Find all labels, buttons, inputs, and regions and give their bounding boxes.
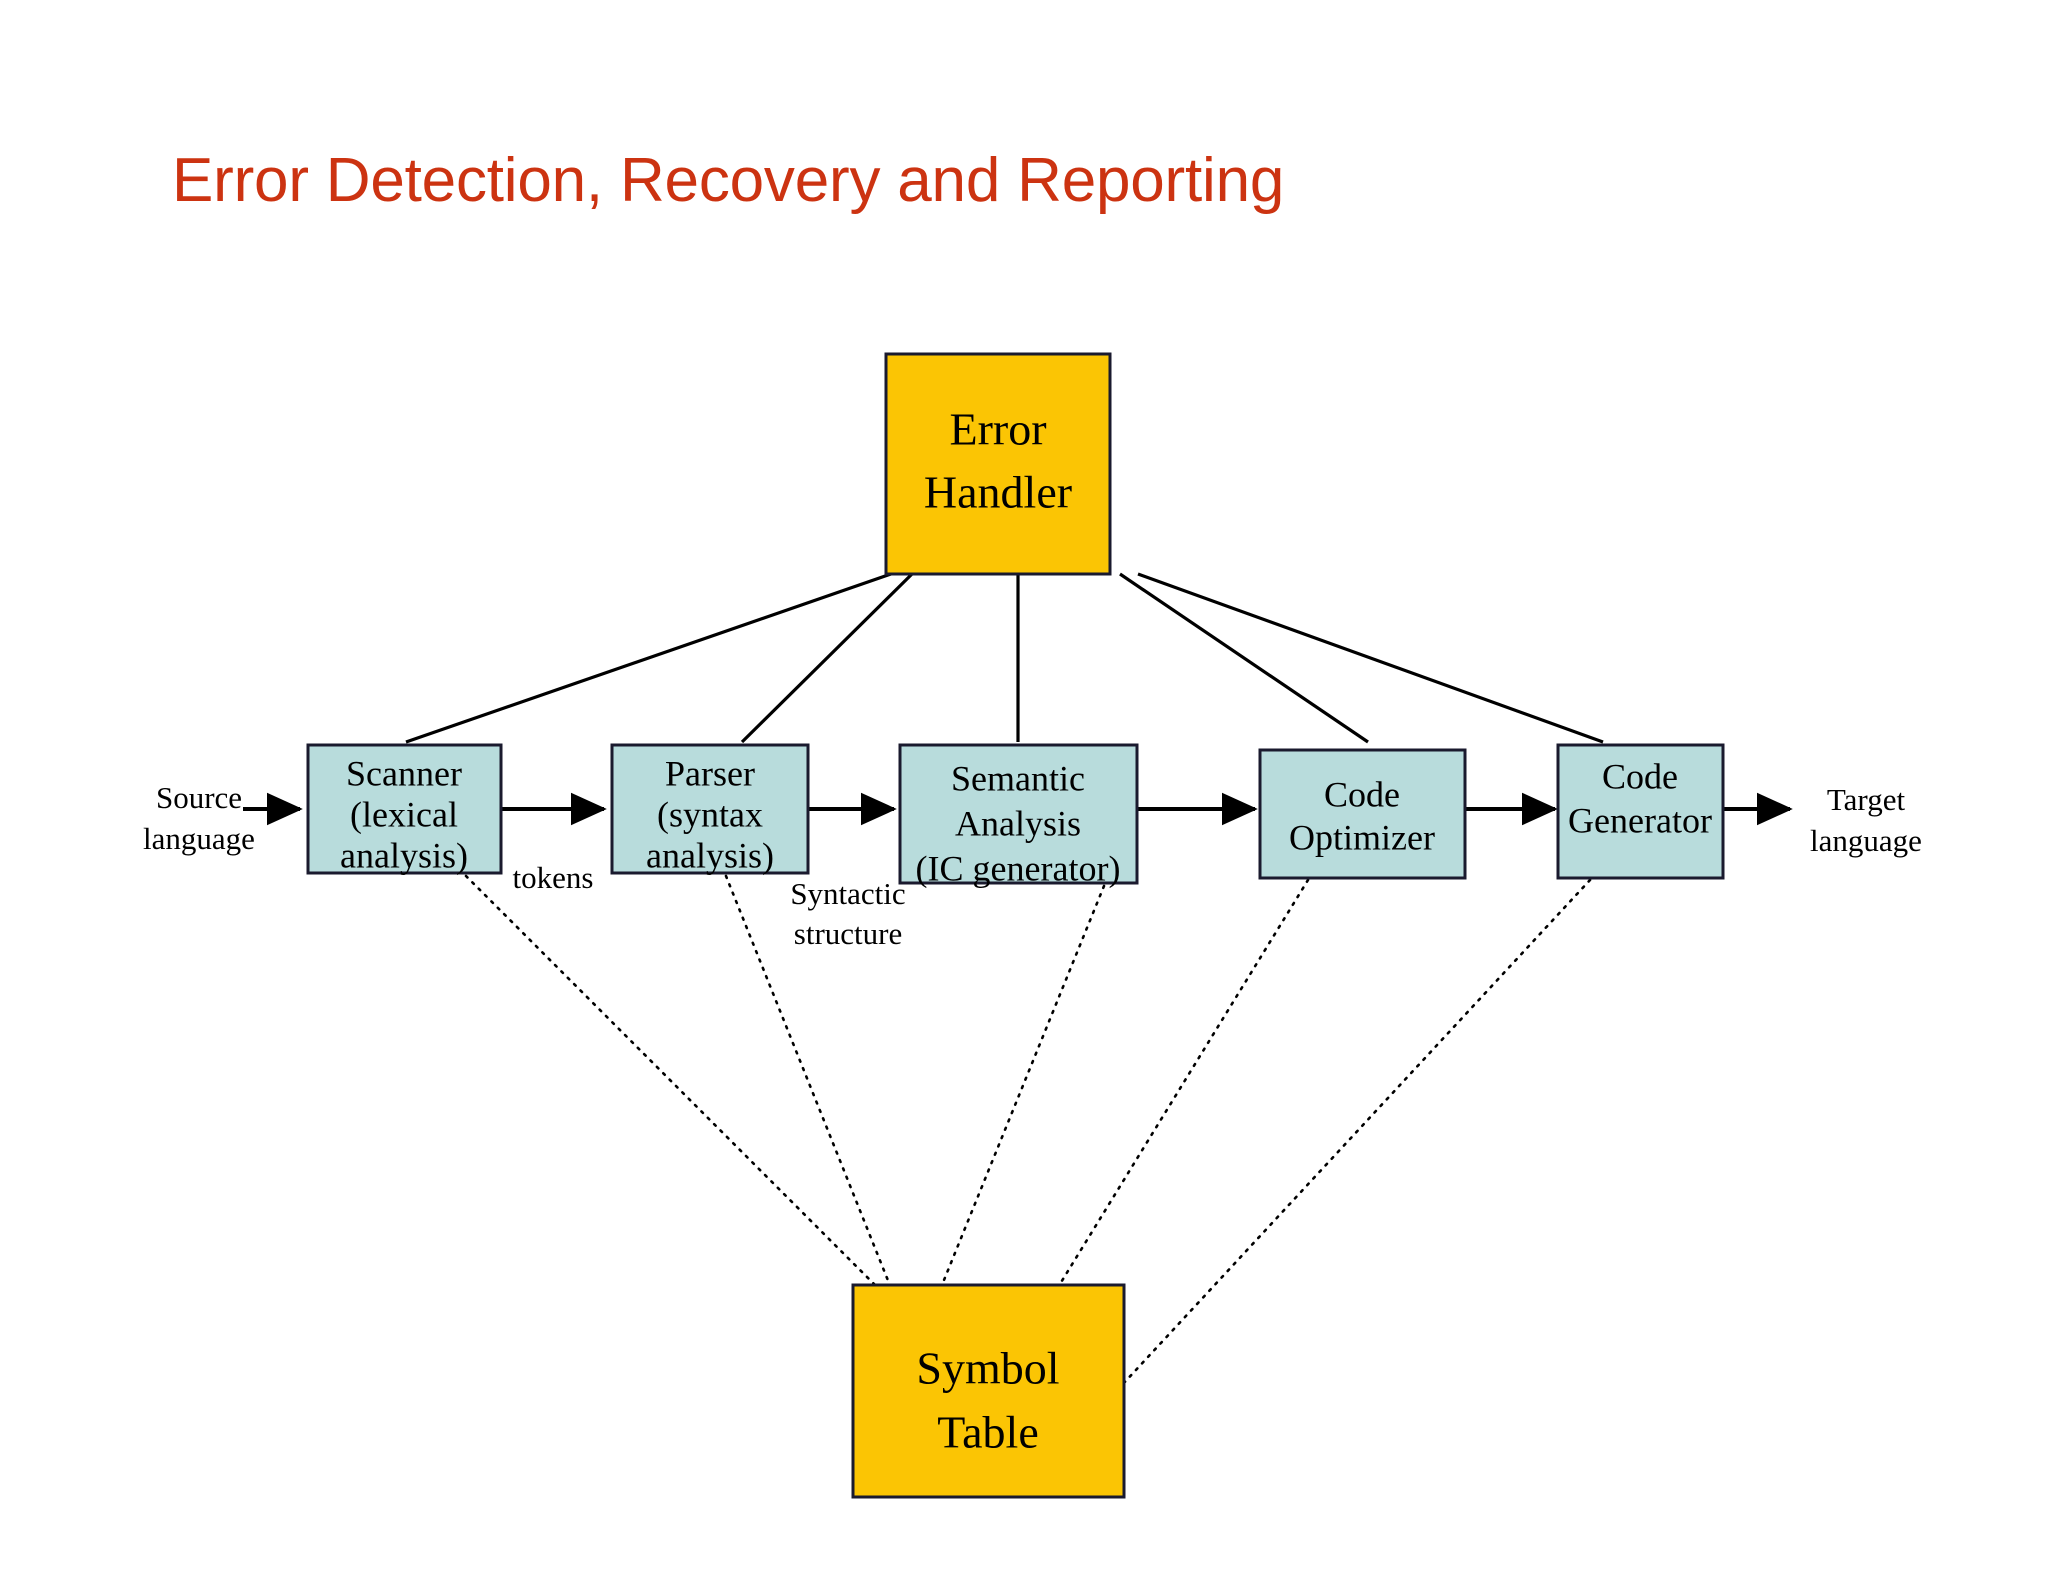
table-line-to-parser <box>724 874 891 1285</box>
tokens-label: tokens <box>513 860 594 895</box>
symbol-table-label-line2: Table <box>937 1407 1039 1458</box>
table-line-to-generator <box>1120 878 1592 1387</box>
handler-line-to-optimizer <box>1119 572 1369 744</box>
symbol-table-label-line1: Symbol <box>916 1343 1059 1394</box>
table-line-to-optimizer <box>1058 878 1310 1286</box>
semantic-label-line1: Semantic <box>951 758 1085 798</box>
source-language-line2: language <box>143 821 255 856</box>
error-handler-box[interactable]: Error Handler <box>884 352 1112 576</box>
scanner-label-line1: Scanner <box>346 753 462 793</box>
optimizer-rect[interactable] <box>1258 748 1467 880</box>
generator-rect[interactable] <box>1556 743 1725 880</box>
target-language-line1: Target <box>1827 782 1906 817</box>
stage-box-generator[interactable]: Code Generator <box>1556 743 1725 880</box>
input-label: Source language <box>143 780 255 856</box>
output-label: Target language <box>1810 782 1922 858</box>
handler-line-to-parser <box>740 572 914 744</box>
table-line-to-scanner <box>464 874 882 1292</box>
stage-box-semantic[interactable]: Semantic Analysis (IC generator) <box>898 743 1139 888</box>
error-handler-label-line1: Error <box>949 404 1046 455</box>
stage-box-optimizer[interactable]: Code Optimizer <box>1258 748 1467 880</box>
parser-label-line3: analysis) <box>646 835 774 875</box>
error-handler-connectors <box>405 572 1604 744</box>
page-title: Error Detection, Recovery and Reporting <box>172 146 1285 215</box>
parser-label-line2: (syntax <box>657 794 763 834</box>
scanner-label-line3: analysis) <box>340 835 468 875</box>
parser-label-line1: Parser <box>665 753 755 793</box>
generator-label-line1: Code <box>1602 756 1678 796</box>
scanner-label-line2: (lexical <box>350 794 458 834</box>
generator-label-line2: Generator <box>1568 800 1712 840</box>
symbol-table-connectors <box>464 874 1592 1387</box>
error-handler-rect[interactable] <box>884 352 1112 576</box>
target-language-line2: language <box>1810 823 1922 858</box>
optimizer-label-line2: Optimizer <box>1289 817 1435 857</box>
symbol-table-rect[interactable] <box>851 1283 1126 1499</box>
semantic-label-line3: (IC generator) <box>916 848 1121 888</box>
stage-box-parser[interactable]: Parser (syntax analysis) <box>610 743 810 875</box>
semantic-rect[interactable] <box>898 743 1139 885</box>
handler-line-to-scanner <box>405 572 892 744</box>
error-handler-label-line2: Handler <box>924 467 1072 518</box>
syntactic-structure-line1: Syntactic <box>790 876 905 911</box>
source-language-line1: Source <box>156 780 242 815</box>
scanner-rect[interactable] <box>306 743 503 875</box>
symbol-table-box[interactable]: Symbol Table <box>851 1283 1126 1499</box>
stage-box-scanner[interactable]: Scanner (lexical analysis) <box>306 743 503 875</box>
syntactic-structure-line2: structure <box>794 916 902 951</box>
optimizer-label-line1: Code <box>1324 774 1400 814</box>
table-line-to-semantic <box>940 884 1106 1287</box>
handler-line-to-generator <box>1137 572 1604 744</box>
semantic-label-line2: Analysis <box>955 803 1081 843</box>
parser-rect[interactable] <box>610 743 810 875</box>
syntactic-structure-label: Syntactic structure <box>790 876 905 951</box>
